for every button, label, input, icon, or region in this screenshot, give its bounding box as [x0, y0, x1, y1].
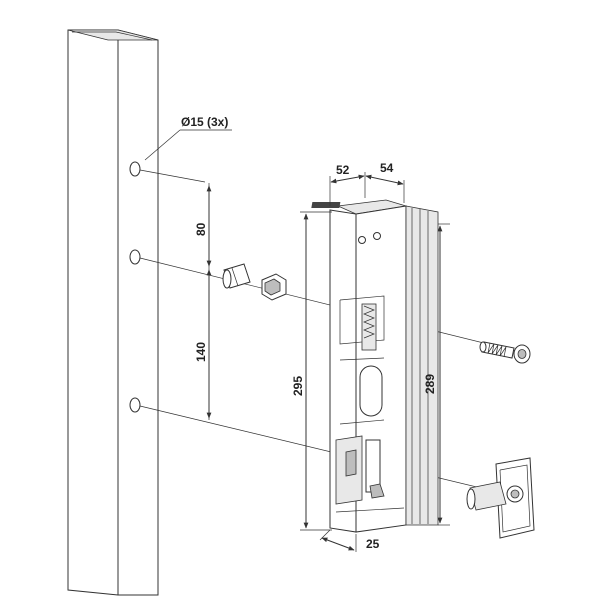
- post-holes: [129, 161, 141, 413]
- depth-bottom-label: 25: [366, 537, 380, 551]
- width-side-label: 54: [380, 161, 394, 175]
- spacing-top-label: 80: [194, 222, 208, 236]
- height-profile-label: 289: [423, 374, 437, 394]
- hole-diameter-label: Ø15 (3x): [181, 115, 228, 129]
- bolt-icon: [479, 341, 531, 364]
- height-total-label: 295: [291, 376, 305, 396]
- gate-lock-icon: [311, 199, 439, 533]
- post-hole-bottom: [129, 397, 141, 413]
- left-dimensions: 80 140: [194, 183, 212, 420]
- post-hole-middle: [129, 249, 141, 265]
- hole-callout: Ø15 (3x): [144, 115, 232, 161]
- sleeve-insert: [222, 263, 251, 289]
- square-nut: [261, 273, 287, 301]
- spacing-bottom-label: 140: [194, 342, 208, 362]
- lock-top-slot: [311, 202, 341, 208]
- lock-dimensions: 52 54 295 289 25: [291, 161, 450, 552]
- strike-plate-icon: [466, 457, 535, 539]
- width-front-label: 52: [336, 163, 350, 177]
- post-hole-top: [129, 161, 141, 177]
- square-post-icon: [67, 29, 159, 596]
